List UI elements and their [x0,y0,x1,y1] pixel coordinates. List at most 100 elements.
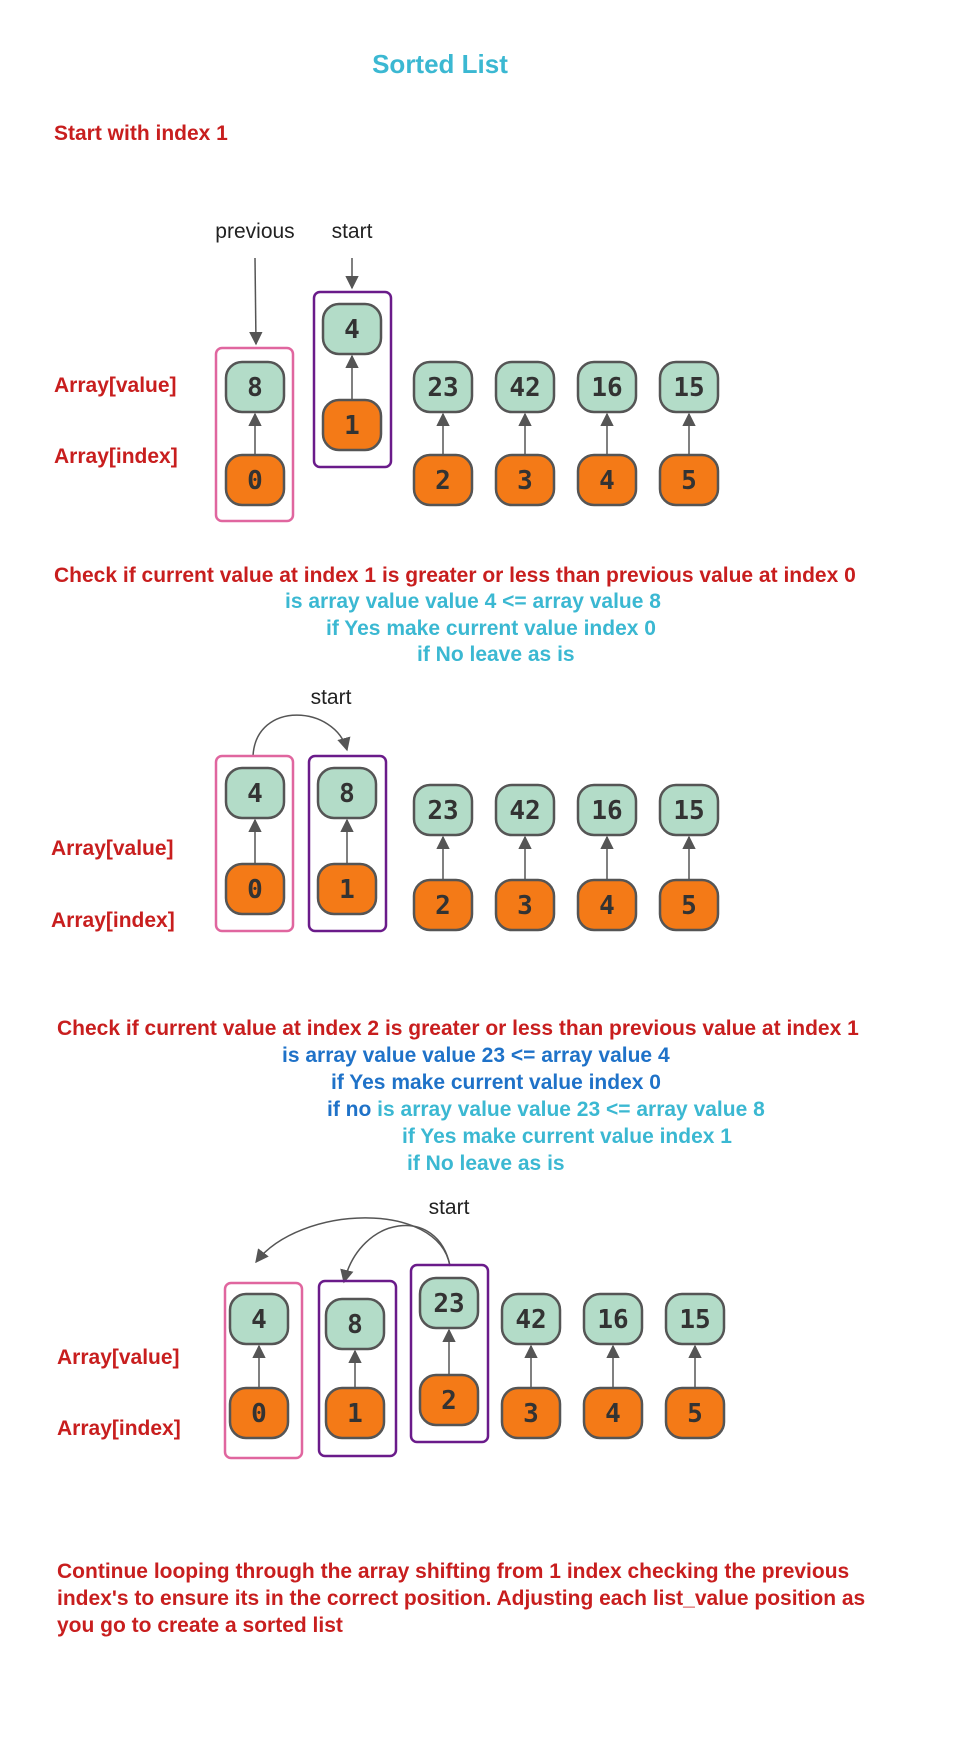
step-2-array-value-row-label: Array[value] [51,837,174,860]
index-node-label: 4 [599,466,615,496]
step-3-array-value-row-label: Array[value] [57,1346,180,1369]
step-3-current-element-frame [409,1263,490,1444]
previous-pointer-label: previous [215,220,294,243]
shift-arrow-to-index-0 [255,1217,451,1267]
index-node [412,878,474,932]
conclusion-line-2: index's to ensure its in the correct pos… [57,1587,865,1610]
value-node-label: 16 [591,373,622,403]
value-node-label: 4 [247,779,263,809]
value-node [494,360,556,414]
array-element-0: 40 [228,1292,290,1440]
value-node-label: 42 [509,796,540,826]
step-1-if-yes-text: if Yes make current value index 0 [326,617,656,640]
array-element-4: 16 4 [576,783,638,932]
array-element-2: 232 [412,783,474,932]
array-element-1: 81 [316,766,378,916]
index-node [576,878,638,932]
index-node [224,862,286,916]
array-element-2: 232 [418,1276,480,1427]
index-node-label: 1 [339,875,355,905]
index-node-label: 4 [599,891,615,921]
array-element-0: 80 [224,360,286,507]
value-node [418,1276,480,1330]
index-node-label: 2 [435,466,451,496]
index-node-label: 1 [344,411,360,441]
array-value-row-label: Array[value] [54,374,177,397]
conclusion-line-3: you go to create a sorted list [57,1614,343,1637]
index-node-label: 3 [517,466,533,496]
value-node-label: 4 [344,315,360,345]
value-node [576,360,638,414]
index-node [582,1386,644,1440]
value-node [228,1292,290,1346]
conclusion-line-1: Continue looping through the array shift… [57,1560,849,1583]
shift-arrow-to-index-1 [340,1224,451,1284]
array-element-2: 23 2 [412,360,474,507]
index-node [658,878,720,932]
index-node-label: 0 [247,875,263,905]
index-node-label: 0 [247,466,263,496]
index-node [418,1373,480,1427]
swap-arrow [252,714,351,757]
value-node-label: 15 [673,373,704,403]
value-node-label: 8 [339,779,355,809]
value-node-label: 4 [251,1305,267,1335]
step-2-if-no-compare: is array value value 23 <= array value 8 [371,1098,765,1121]
step-2-if-no-prefix: if no [327,1098,371,1121]
array-element-3: 42 3 [494,360,556,507]
index-node-label: 3 [523,1399,539,1429]
value-node-label: 16 [591,796,622,826]
previous-element-frame [214,346,295,523]
index-node [576,453,638,507]
index-node-label: 0 [251,1399,267,1429]
start-pointer-label: start [332,220,373,243]
index-node-label: 5 [681,466,697,496]
index-node [494,878,556,932]
index-node [316,862,378,916]
value-node-label: 15 [673,796,704,826]
array-element-4: 16 4 [576,360,638,507]
value-node-label: 15 [679,1305,710,1335]
array-index-row-label: Array[index] [54,445,178,468]
current-element-frame [312,290,393,469]
value-node [582,1292,644,1346]
value-node [316,766,378,820]
value-node [494,783,556,837]
step-2-if-yes-2-text: if Yes make current value index 1 [402,1125,732,1148]
array-element-0: 40 [224,766,286,916]
array-element-4: 164 [582,1292,644,1440]
index-node-label: 1 [347,1399,363,1429]
step-2-if-no-2-text: if No leave as is [407,1152,565,1175]
step-2-if-yes-text: if Yes make current value index 0 [331,1071,661,1094]
value-node-label: 23 [433,1289,464,1319]
index-node [500,1386,562,1440]
step-2: start Array[value] Array[index] 40812324… [51,686,859,1175]
index-node [228,1386,290,1440]
array-element-5: 15 5 [658,783,720,932]
step-1-heading: Start with index 1 [54,122,228,145]
step-1: Start with index 1 previous start Array[… [54,122,856,666]
page-title: Sorted List [372,49,508,79]
value-node-label: 42 [515,1305,546,1335]
conclusion: Continue looping through the array shift… [57,1560,865,1637]
value-node [412,360,474,414]
array-element-1: 81 [324,1297,386,1440]
step-1-if-no-text: if No leave as is [417,643,575,666]
step-1-compare-text: is array value value 4 <= array value 8 [285,590,661,613]
index-node [664,1386,726,1440]
value-node-label: 8 [247,373,263,403]
step-2-start-pointer-label: start [311,686,352,709]
step-2-current-element-frame [307,754,388,933]
step-3-previous-element-frame [223,1281,304,1460]
index-node [324,1386,386,1440]
value-node-label: 23 [427,373,458,403]
index-node [658,453,720,507]
index-node [321,398,383,452]
index-node-label: 3 [517,891,533,921]
index-node-label: 5 [681,891,697,921]
value-node [658,360,720,414]
value-node-label: 42 [509,373,540,403]
